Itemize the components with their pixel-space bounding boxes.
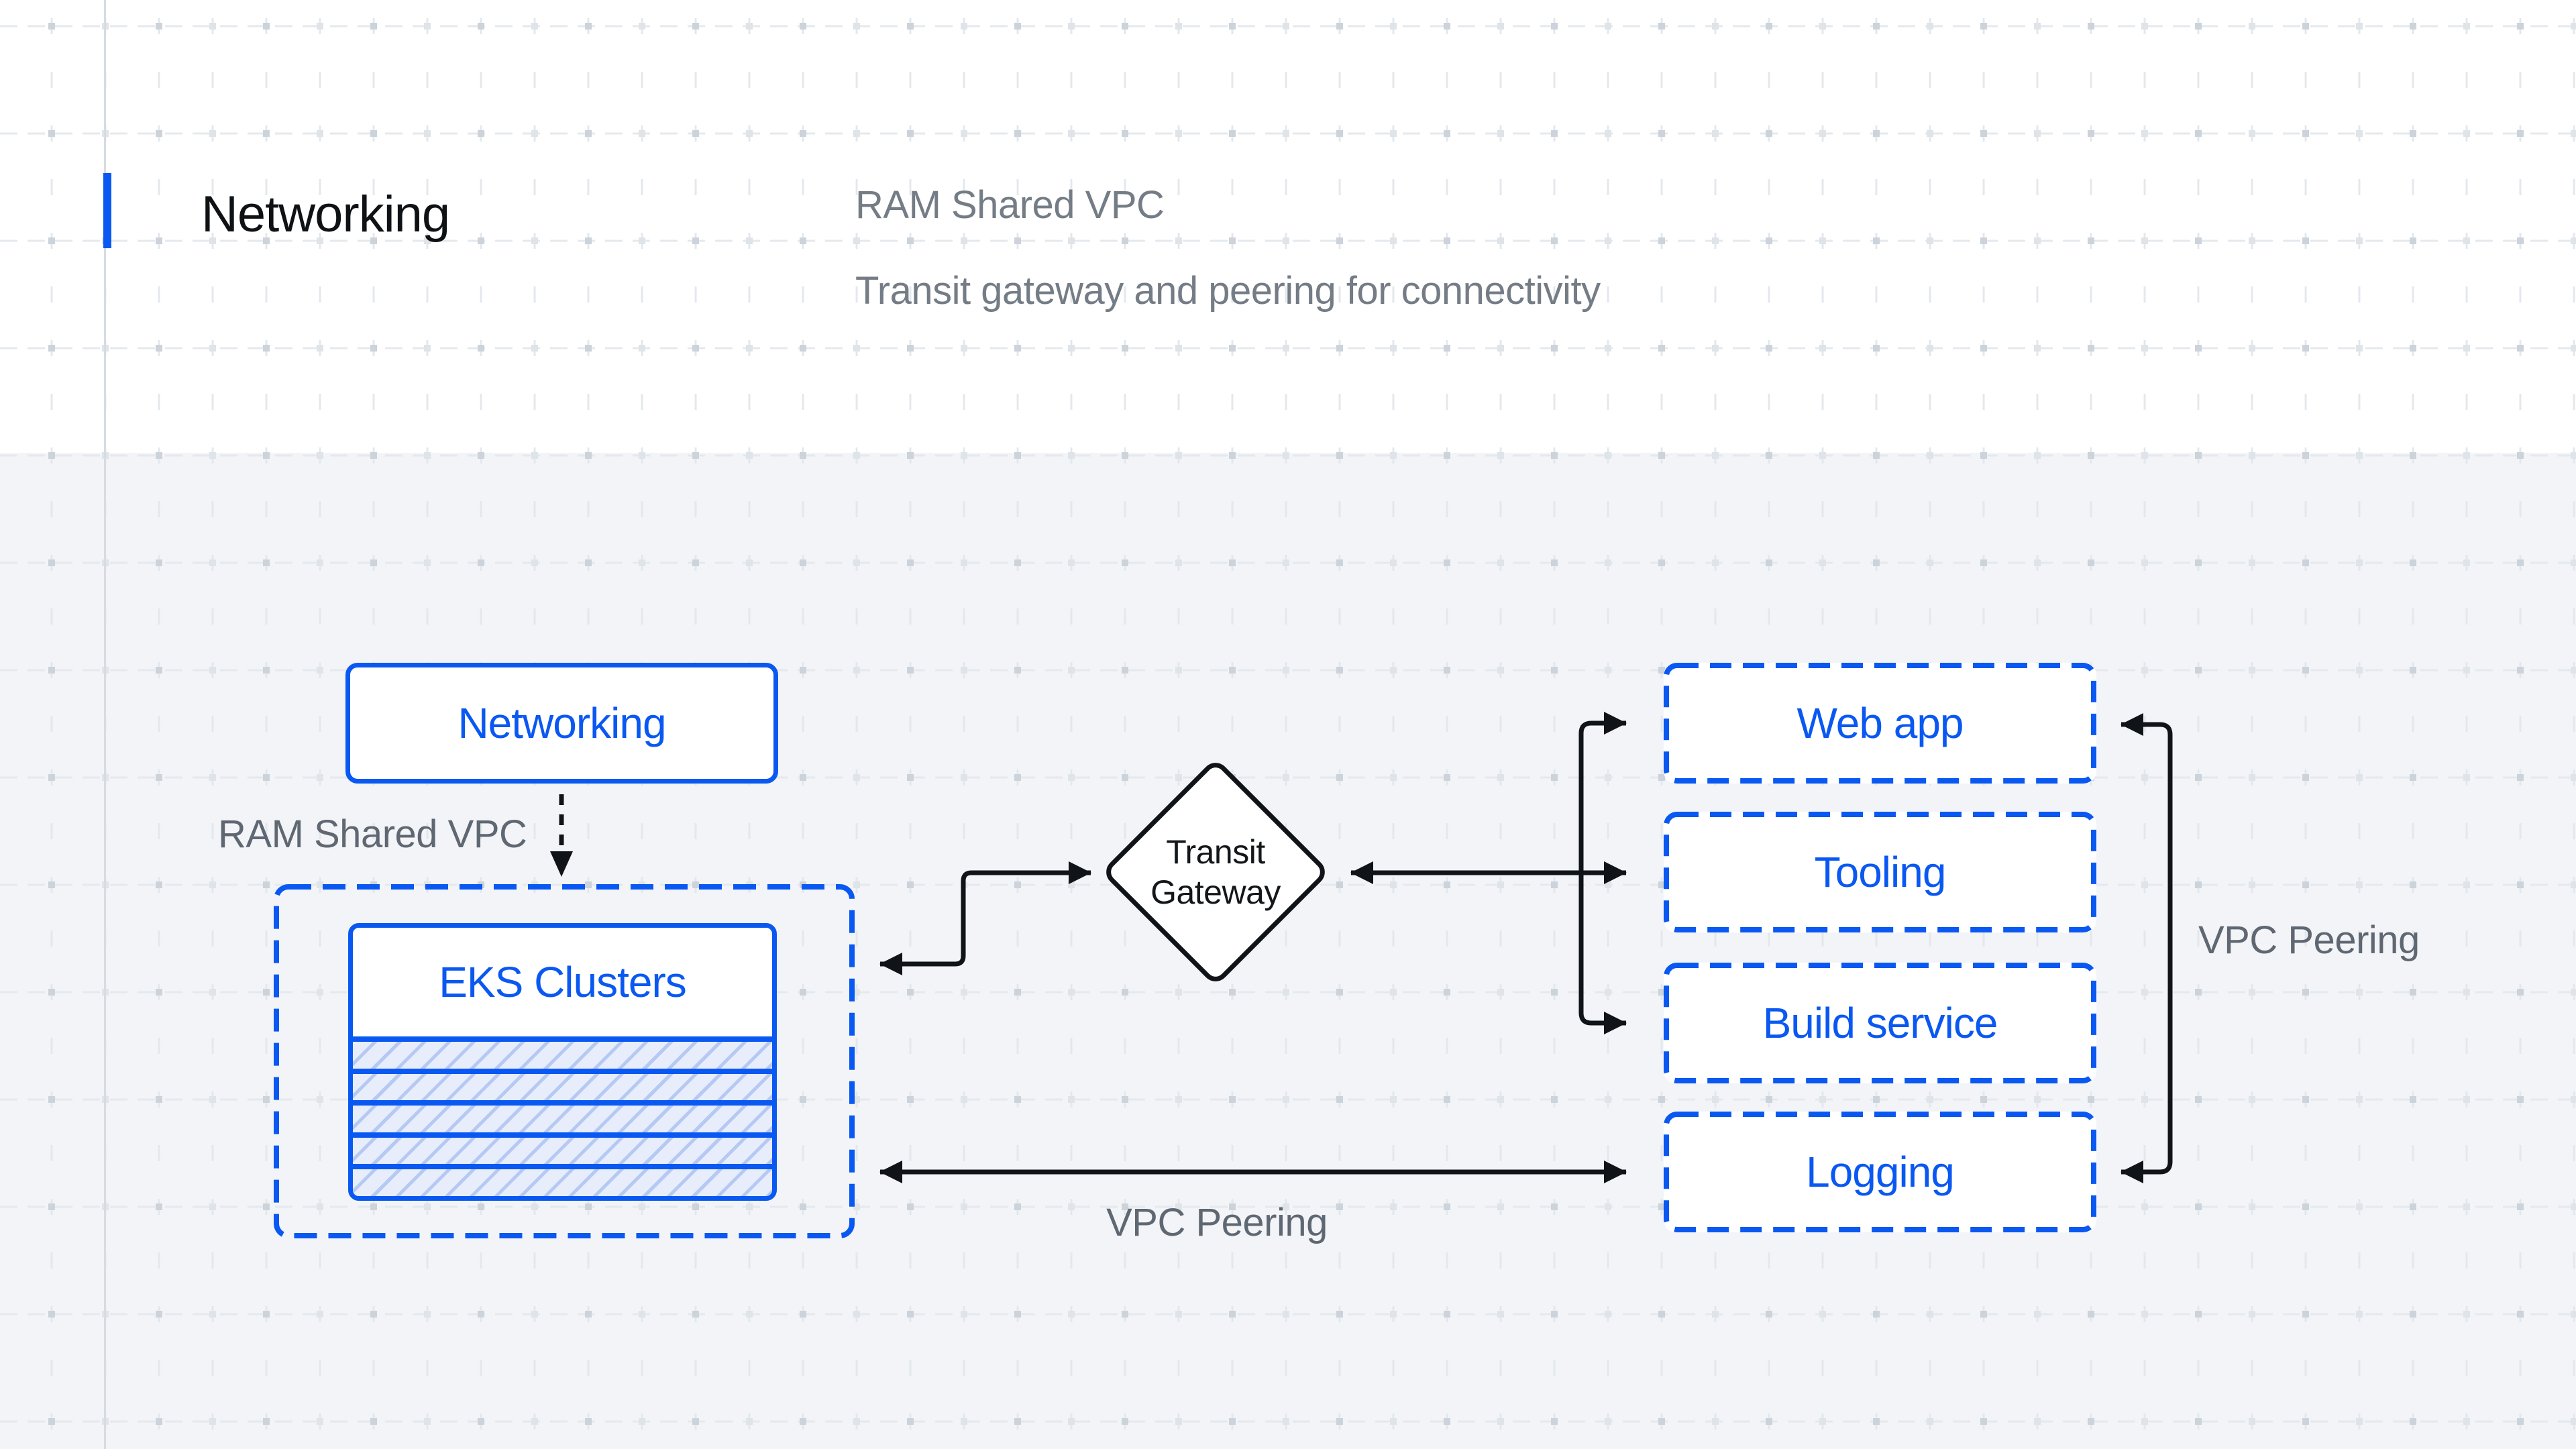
eks-layer — [353, 1068, 772, 1101]
eks-layer — [353, 1132, 772, 1165]
ram-shared-vpc-container-border — [274, 884, 855, 1238]
eks-clusters-label-area: EKS Clusters — [353, 928, 772, 1036]
networking-node-label: Networking — [458, 699, 666, 747]
logging-node-border — [1664, 1112, 2096, 1232]
web-app-node-border — [1664, 663, 2096, 784]
transit-gateway-label-line1: Transit — [1166, 833, 1265, 871]
build-service-node[interactable]: Build service — [1664, 963, 2096, 1083]
vpc-peering-right-label: VPC Peering — [2198, 918, 2420, 962]
tooling-label: Tooling — [1814, 848, 1947, 896]
transit-gateway-label-line2: Gateway — [1150, 873, 1281, 911]
subtitle-ram-shared-vpc: RAM Shared VPC — [855, 183, 1165, 227]
tooling-node[interactable]: Tooling — [1664, 812, 2096, 932]
eks-clusters-node[interactable]: EKS Clusters — [348, 923, 777, 1201]
eks-layer — [353, 1164, 772, 1196]
ram-shared-vpc-label: RAM Shared VPC — [218, 812, 527, 856]
eks-clusters-label: EKS Clusters — [439, 958, 687, 1006]
web-app-label: Web app — [1796, 699, 1964, 747]
vpc-peering-bottom-label: VPC Peering — [1106, 1201, 1328, 1244]
logging-node[interactable]: Logging — [1664, 1112, 2096, 1232]
transit-gateway-label: Transit Gateway — [1115, 828, 1316, 916]
tooling-node-border — [1664, 812, 2096, 932]
ram-shared-vpc-container[interactable] — [274, 884, 855, 1238]
logging-label: Logging — [1806, 1148, 1955, 1196]
page-title: Networking — [201, 186, 450, 243]
networking-node[interactable]: Networking — [345, 663, 778, 784]
eks-layer — [353, 1100, 772, 1132]
subtitle-description: Transit gateway and peering for connecti… — [855, 269, 1601, 313]
title-accent-bar — [103, 173, 111, 248]
eks-layer — [353, 1036, 772, 1069]
build-service-node-border — [1664, 963, 2096, 1083]
web-app-node[interactable]: Web app — [1664, 663, 2096, 784]
build-service-label: Build service — [1762, 999, 1998, 1047]
